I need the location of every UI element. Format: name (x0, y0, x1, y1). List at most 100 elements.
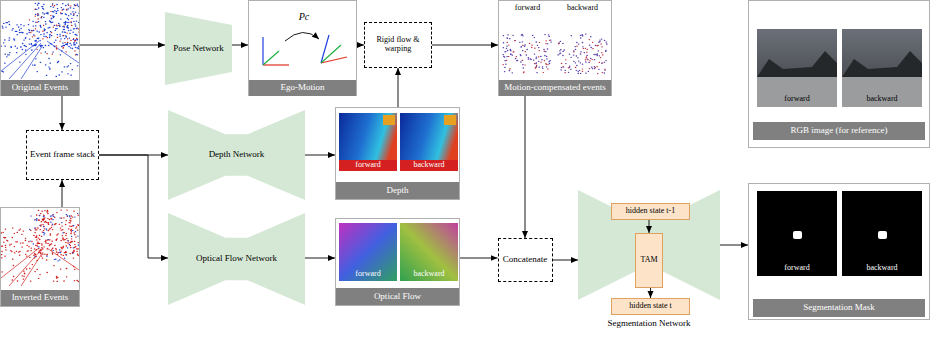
event-dots (29, 5, 79, 55)
text-holder: Pc (293, 9, 315, 23)
node-label: forward (784, 95, 809, 104)
network-body (168, 110, 305, 200)
state-box: TAM (635, 233, 663, 288)
caption-bar: Original Events (1, 80, 79, 96)
node-label: Concatenate (503, 255, 547, 265)
event-dots (1, 210, 79, 281)
node-label: hidden state t-1 (626, 207, 675, 216)
depth-patch (383, 115, 395, 125)
node-label: forward (355, 161, 380, 170)
node-label: Event frame stack (30, 150, 95, 160)
state-box: hidden state t (611, 298, 690, 315)
process-box: Rigid flow & warping (364, 22, 432, 68)
flow-image (400, 223, 458, 281)
text-holder: Depth Network (168, 110, 305, 200)
text-holder: forward (757, 93, 837, 105)
node-label: forward (784, 264, 809, 273)
mask-image (842, 191, 922, 276)
connector-arrow (460, 258, 498, 259)
image-panel: PcEgo-Motion (248, 0, 357, 96)
node-label: backward (866, 95, 897, 104)
rgb-image (842, 29, 922, 107)
caption-bar: Optical Flow (336, 288, 459, 305)
text-holder: backward (842, 93, 922, 105)
mask-blob (878, 231, 887, 239)
caption-bar: RGB image (for reference) (753, 122, 925, 140)
rgb-image (757, 29, 837, 107)
connector-arrow (99, 155, 168, 156)
event-image (556, 14, 609, 78)
mask-blob (793, 231, 802, 239)
panel-caption: Inverted Events (12, 293, 69, 303)
connector-arrow (232, 45, 248, 46)
connector-arrow (305, 155, 335, 156)
text-holder: hidden state t-1 (612, 204, 689, 219)
segmentation-network: Segmentation Network hidden state t-1TAM h… (578, 190, 720, 335)
connector-arrow (62, 180, 63, 207)
road (842, 77, 922, 107)
node-label: forward (515, 4, 540, 13)
image-panel: forward backwardOptical Flow (335, 218, 460, 306)
text-holder: TAM (636, 234, 662, 287)
caption-bar: Ego-Motion (249, 80, 356, 96)
text-holder: Rigid flow & warping (365, 23, 431, 67)
encoder-decoder-network: Depth Network (168, 110, 305, 200)
node-label: Pc (299, 11, 310, 22)
event-dots (559, 40, 606, 74)
node-label: Optical Flow Network (196, 254, 277, 264)
event-dots (503, 35, 551, 73)
network-body (168, 213, 305, 305)
depth-strip (400, 160, 458, 171)
panel-caption: Depth (387, 186, 409, 196)
connector-arrow (99, 155, 168, 258)
panel-caption: Segmentation Mask (803, 303, 875, 313)
axis-y (321, 45, 341, 63)
node-label: backward (413, 161, 444, 170)
network-body (165, 12, 232, 85)
image-panel: Inverted Events (0, 207, 80, 307)
text-holder: forward (339, 160, 397, 171)
axis-z (262, 37, 263, 65)
depth-strip (339, 160, 397, 171)
network-body (578, 190, 720, 300)
image-panel: forward backwardDepth (335, 107, 460, 200)
node-label: forward (355, 270, 380, 279)
axis-x (263, 64, 289, 65)
node-label: hidden state t (629, 302, 672, 311)
state-box: hidden state t-1 (611, 203, 690, 220)
depth-image (400, 113, 458, 171)
depth-image (339, 113, 397, 171)
event-dots (30, 214, 79, 261)
mask-image (757, 191, 837, 276)
node-label: backward (866, 264, 897, 273)
node-label: Rigid flow & warping (365, 36, 431, 54)
text-holder: Pose Network (165, 12, 232, 85)
node-label: Pose Network (173, 44, 224, 54)
encoder-decoder-network: Optical Flow Network (168, 213, 305, 305)
node-label: backward (567, 4, 598, 13)
text-holder: forward (339, 269, 397, 280)
panel-caption: Optical Flow (374, 292, 421, 302)
node-label: backward (413, 270, 444, 279)
panel-caption: Original Events (12, 83, 69, 93)
text-holder: backward (556, 2, 609, 14)
road (757, 77, 837, 107)
connector-arrow (650, 288, 651, 298)
node-label: TAM (640, 256, 657, 265)
node-label: Depth Network (209, 150, 265, 160)
text-holder: backward (400, 269, 458, 280)
caption-bar: Motion-compensated events (499, 80, 611, 96)
caption-bar: Inverted Events (1, 290, 79, 306)
flow-image (339, 223, 397, 281)
event-dots (558, 34, 607, 73)
node-label: Segmentation Network (607, 319, 690, 329)
encoder-network: Pose Network (165, 12, 232, 85)
event-dots (1, 3, 79, 76)
connector-arrow (432, 45, 498, 46)
axis-y (263, 51, 279, 65)
image-panel: forward backwardSegmentation Mask (748, 183, 930, 320)
motion-arrow (285, 32, 319, 41)
text-holder: backward (400, 160, 458, 171)
text-holder: Segmentation Network (578, 316, 720, 332)
